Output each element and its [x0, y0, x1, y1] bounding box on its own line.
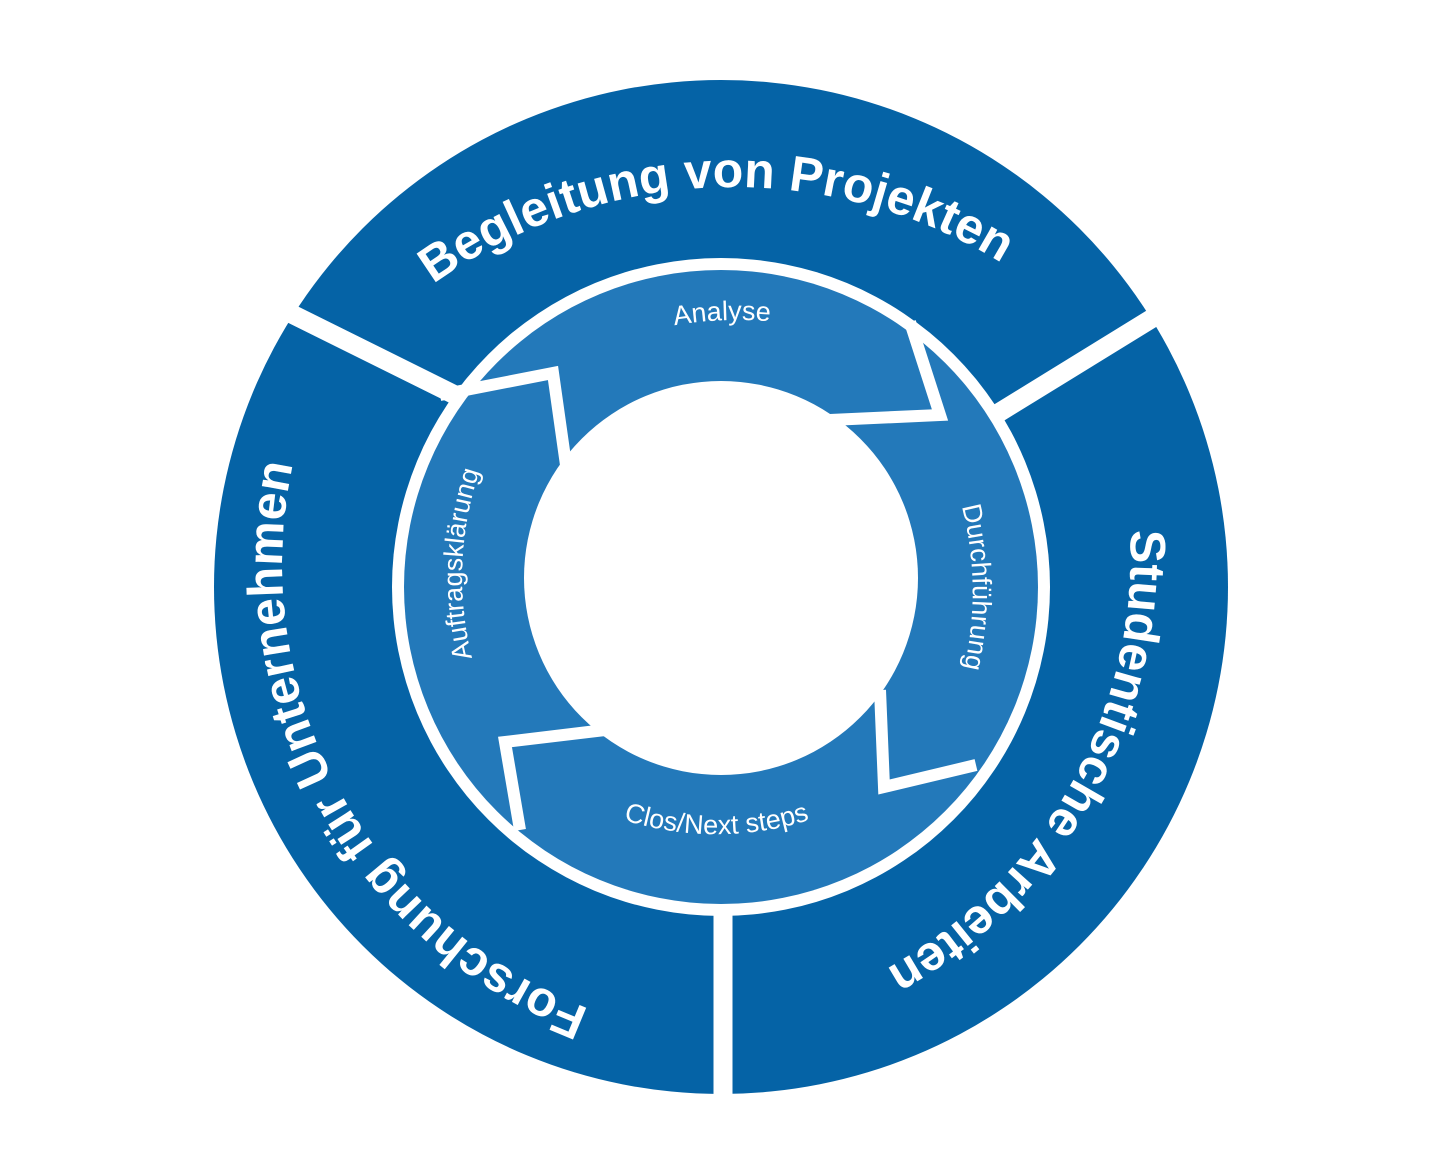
center-circle: [524, 381, 918, 775]
arrow-cut-durchfuehrung: [874, 689, 978, 795]
arrow-cut-auftrag: [438, 365, 572, 466]
separator-top-left: [170, 247, 460, 404]
arrow-cut-clos: [498, 724, 606, 832]
separator-top-right: [982, 246, 1260, 429]
arrow-cut-analyse: [829, 320, 949, 426]
cycle-arrow-cuts: [438, 320, 978, 832]
outer-ring-separators: [170, 246, 1260, 1110]
